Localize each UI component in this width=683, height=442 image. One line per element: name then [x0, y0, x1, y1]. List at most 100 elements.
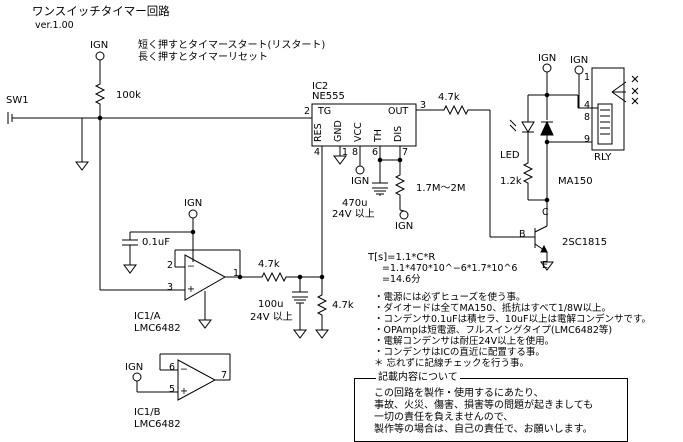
transistor-b: B [519, 229, 526, 240]
timing-resistor-label: 1.7M〜2M [416, 183, 466, 194]
ic1b-ref: IC1/B [134, 407, 161, 418]
ic1a-plus: + [187, 284, 195, 295]
ign-label-opamp: IGN [184, 198, 203, 209]
ign-label-led: IGN [538, 53, 557, 64]
note-5: ・電解コンデンサは耐圧24V以上を使用。 [374, 336, 555, 347]
ign-label-relay: IGN [570, 55, 589, 66]
ic1a-pin-1: 1 [233, 268, 240, 279]
note-2: ・ダイオードは全てMA150、抵抗はすべて1/8W以上。 [374, 303, 611, 314]
ic2-pin-gnd: GND [333, 120, 344, 142]
relay-label: RLY [594, 152, 612, 163]
resistor-out-4k7 [440, 104, 472, 116]
bleed-resistor-label: 4.7k [332, 300, 354, 311]
opamp-ic1a [184, 254, 227, 301]
ic2-pin-2: 2 [304, 106, 311, 117]
ic1b-plus: + [180, 386, 188, 397]
ic1a-pin-3: 3 [167, 282, 174, 293]
ic1a-pin-2: 2 [167, 260, 174, 271]
capacitor-100u [292, 291, 308, 304]
capacitor-0u1 [122, 239, 138, 246]
out-cap-rating: 24V 以上 [250, 312, 293, 323]
diagram-title: ワンスイッチタイマー回路 [32, 4, 170, 18]
timing-cap-value: 470u [342, 198, 368, 209]
transistor-part: 2SC1815 [562, 237, 608, 248]
ign-symbol-sw [95, 51, 105, 80]
note-3: ・コンデンサ0.1uFは積セラ、10uF以上は電解コンデンサです。 [374, 314, 652, 325]
ic2-pin-out: OUT [388, 106, 409, 117]
ic2-pin-7: 7 [402, 147, 409, 158]
resistor-timing [394, 172, 406, 210]
disclaimer-line-3: 一切の責任を負えませんので、 [374, 412, 514, 423]
switch-note-long: 長く押すとタイマーリセット [138, 52, 268, 63]
ic2-pin-4: 4 [314, 147, 321, 158]
disclaimer-line-2: 事故、火災、傷害、損害等の問題が起きましても [374, 400, 594, 411]
resistor-led-1k2 [522, 160, 534, 200]
switch-sw1-label: SW1 [6, 95, 29, 106]
opamp-ic1b [177, 359, 217, 401]
ground-sw [75, 118, 89, 171]
ic2-pin-dis: DIS [393, 125, 404, 142]
timing-cap-rating: 24V 以上 [332, 209, 375, 220]
disclaimer-line-4: 製作等の場合は、自己の責任で、お願いします。 [374, 424, 593, 435]
ign-label-ic1b: IGN [125, 362, 144, 373]
ic1a-part: LMC6482 [134, 323, 181, 334]
ign-label-sw: IGN [90, 40, 109, 51]
note-1: ・電源には必ずヒューズを使う事。 [374, 292, 526, 303]
ic1b-pin-7: 7 [221, 370, 228, 381]
disclaimer-heading: 記載内容について [376, 372, 460, 383]
ic1b-minus: − [180, 364, 188, 375]
ic2-pin-vcc: VCC [353, 122, 364, 142]
ic2-pin-1: 1 [342, 147, 349, 158]
formula-line-3: =14.6分 [382, 274, 421, 285]
ic2-pin-res: RES [313, 123, 324, 142]
switch-note-short: 短く押すとタイマースタート(リスタート) [138, 40, 326, 51]
transistor-c: C [542, 207, 549, 218]
relay-pin-8: 8 [584, 112, 591, 123]
ic1a-ref: IC1/A [134, 311, 161, 322]
led-resistor-label: 1.2k [500, 176, 522, 187]
ic1b-pin-5: 5 [169, 384, 176, 395]
disclaimer-line-1: この回路を製作・使用するにあたり、 [374, 388, 544, 399]
capacitor-470u [372, 182, 388, 195]
transistor-2sc1815 [532, 225, 548, 253]
led-symbol [509, 119, 535, 133]
resistor-100k [94, 80, 106, 110]
formula-line-1: T[s]=1.1*C*R [368, 252, 436, 263]
note-4: ・OPAmpは短電源、フルスイングタイプ(LMC6482等) [374, 325, 613, 336]
ic2-body [311, 103, 417, 147]
led-label: LED [500, 150, 520, 161]
note-6: ・コンデンサはICの直近に配置する事。 [374, 347, 545, 358]
ign-label-timing: IGN [395, 221, 414, 232]
diode-ma150 [540, 120, 554, 136]
note-7: ＊ 忘れずに記線チェックを行う事。 [374, 358, 530, 369]
version-label: ver.1.00 [35, 20, 74, 31]
ic1b-part: LMC6482 [134, 419, 181, 430]
ground-ic2 [333, 155, 347, 165]
transistor-e: E [542, 260, 549, 271]
ic2-part: NE555 [312, 91, 345, 102]
ic2-ref: IC2 [312, 81, 329, 92]
ic1b-pin-6: 6 [169, 362, 176, 373]
ic2-pin-3: 3 [420, 100, 427, 111]
resistor-series-4k7 [258, 271, 290, 283]
diode-label: MA150 [558, 176, 593, 187]
resistor-out-label: 4.7k [438, 92, 460, 103]
relay-pin-1: 1 [584, 72, 591, 83]
out-cap-value: 100u [258, 299, 284, 310]
formula-line-2: =1.1*470*10^−6*1.7*10^6 [382, 263, 518, 274]
ic2-pin-8: 8 [352, 147, 359, 158]
resistor-bleed-4k7 [316, 292, 328, 330]
opamp-cap-label: 0.1uF [142, 237, 170, 248]
relay-pin-4: 4 [584, 100, 591, 111]
ic1a-minus: − [187, 261, 195, 272]
ic2-pin-tg: TG [318, 106, 332, 117]
series-resistor-label: 4.7k [258, 259, 280, 270]
ign-label-ic2: IGN [351, 176, 370, 187]
relay-pin-9: 9 [584, 134, 591, 145]
resistor-100k-label: 100k [116, 90, 141, 101]
ic2-pin-6: 6 [372, 147, 379, 158]
switch-sw1 [7, 112, 18, 124]
ic2-pin-th: TH [373, 129, 384, 142]
relay-body [591, 67, 625, 151]
